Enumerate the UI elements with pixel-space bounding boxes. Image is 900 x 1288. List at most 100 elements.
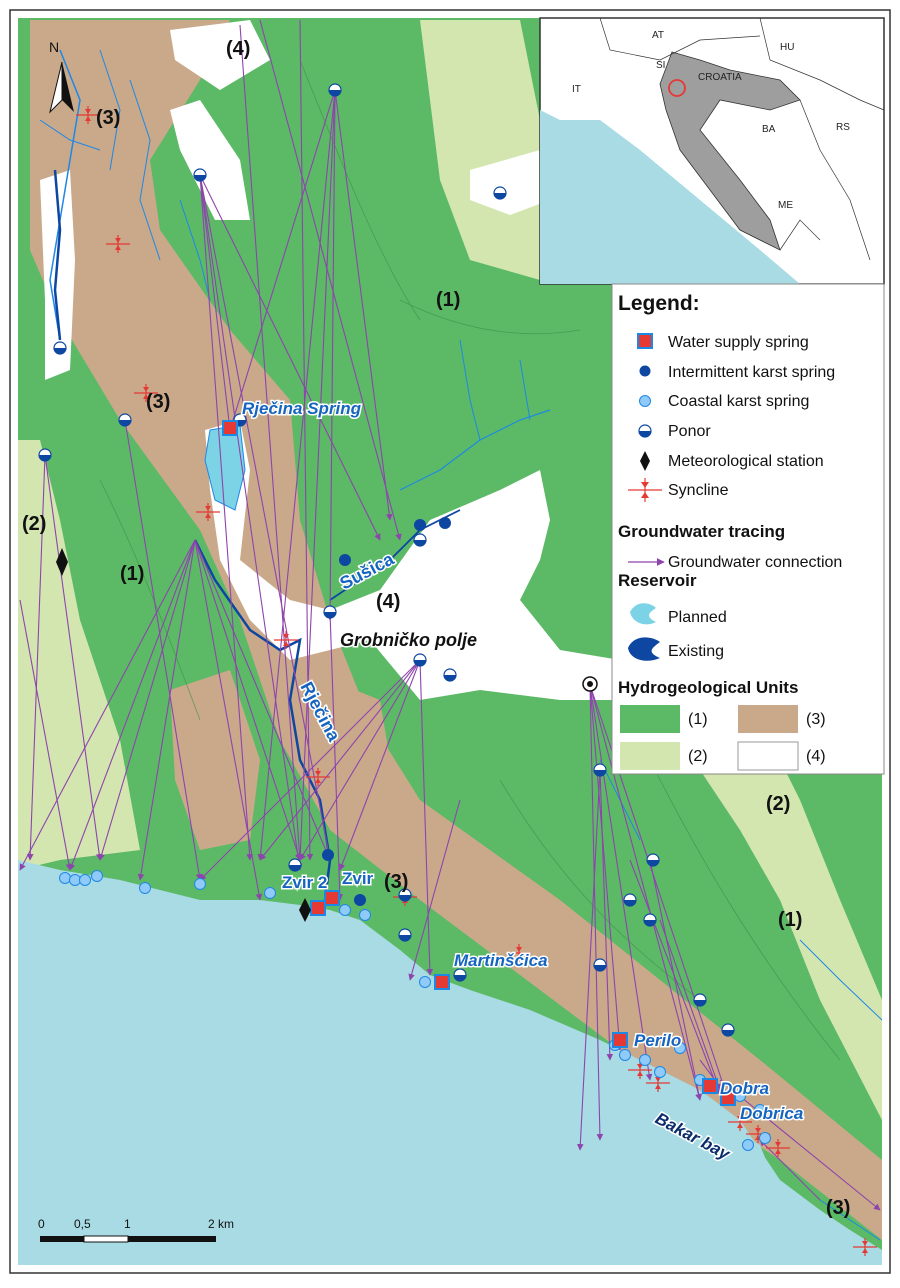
station-marker [582, 676, 598, 692]
unit-label-2-east: (2) [766, 793, 790, 815]
groundwater-connection-line [326, 89, 336, 621]
legend-units-heading: Hydrogeological Units [618, 678, 798, 697]
inset-label-rs: RS [836, 122, 850, 133]
scale-tick-2-km: 2 km [208, 1217, 234, 1231]
legend-unit-2: (2) [688, 748, 708, 765]
unit-3-band [30, 20, 882, 1240]
unit-label-4-north: (4) [226, 38, 250, 60]
scale-bar: 0 0,5 1 2 km [38, 1217, 234, 1243]
groundwater-connection-line [259, 659, 421, 861]
label-grobnicko-polje: Grobničko polje [340, 630, 477, 650]
legend-item-water-supply-spring: Water supply spring [668, 334, 809, 351]
syncline-marker [306, 768, 330, 786]
groundwater-connection-line [599, 769, 614, 1061]
syncline-marker [134, 384, 158, 402]
ponor-marker [643, 913, 657, 927]
inset-label-ba: BA [762, 124, 776, 135]
water-supply-spring-marker [324, 890, 340, 906]
groundwater-connection-line [194, 539, 302, 861]
unit-label-3-north: (3) [96, 107, 120, 129]
groundwater-connection-line [137, 539, 196, 881]
legend-item-ponor: Ponor [668, 423, 711, 440]
intermittent-spring-marker [339, 554, 351, 566]
planned-reservoir-icon [630, 603, 656, 625]
unit-label-1-center: (1) [436, 289, 460, 311]
groundwater-connection-line [408, 799, 461, 981]
legend-item-planned: Planned [668, 609, 727, 626]
groundwater-connection-line [26, 454, 46, 861]
ponor-marker [593, 958, 607, 972]
groundwater-connection-line [44, 454, 103, 861]
groundwater-connection-line [299, 659, 421, 861]
unit-label-2-west: (2) [22, 513, 46, 535]
groundwater-connection-line [339, 659, 421, 871]
water-supply-spring-marker [434, 974, 450, 990]
map-body: (4) (3) (1) (3) (2) (1) (4) (3) (2) (1) … [18, 18, 882, 1265]
existing-reservoir-icon [628, 637, 660, 661]
inset-study-area-marker [668, 79, 686, 97]
north-arrow: N [49, 39, 74, 114]
ponor-marker [53, 341, 67, 355]
groundwater-connection-line [589, 684, 653, 1081]
syncline-symbols [76, 106, 877, 1256]
inset-croatia-shape [659, 51, 801, 251]
legend-reservoir-heading: Reservoir [618, 571, 697, 590]
unit-4-area-north [170, 20, 270, 90]
coastal-spring-marker [742, 1139, 754, 1151]
coastal-spring-marker [139, 882, 151, 894]
ponor-marker [693, 993, 707, 1007]
legend: Legend: Water supply spring Intermittent… [611, 283, 885, 775]
spring-points [38, 83, 771, 1151]
legend-item-intermittent-karst-spring: Intermittent karst spring [668, 364, 835, 381]
coastal-spring-marker [339, 904, 351, 916]
ponor-marker [328, 83, 342, 97]
groundwater-connection-line [296, 89, 336, 861]
unit-label-4-polje: (4) [376, 591, 400, 613]
syncline-icon [628, 478, 662, 502]
ponor-marker [646, 853, 660, 867]
legend-item-coastal-karst-spring: Coastal karst spring [668, 393, 809, 410]
unit-2-area-west [18, 440, 140, 870]
label-perilo: Perilo [634, 1031, 681, 1050]
groundwater-connection-line [329, 611, 344, 901]
ponor-marker [493, 186, 507, 200]
groundwater-connection-line [199, 659, 421, 881]
unit-3-swatch [738, 705, 798, 733]
water-supply-spring-marker [222, 420, 238, 436]
groundwater-connection-line [194, 539, 263, 901]
legend-item-syncline: Syncline [668, 482, 729, 499]
north-arrow-dark-half [62, 62, 74, 112]
inset-label-hu: HU [780, 42, 794, 53]
unit-label-3-mid: (3) [146, 391, 170, 413]
groundwater-connection-line [19, 539, 196, 871]
inset-borders [599, 17, 885, 261]
groundwater-connection-line [239, 24, 303, 861]
groundwater-connection-line [228, 89, 336, 431]
syncline-marker [106, 235, 130, 253]
intermittent-spring-marker [354, 894, 366, 906]
syncline-marker [728, 1113, 752, 1131]
coastal-spring-marker [194, 878, 206, 890]
legend-groundwater-heading: Groundwater tracing [618, 522, 785, 541]
groundwater-connection-line [199, 174, 253, 861]
unit-4-area-valley [170, 100, 250, 220]
groundwater-connection-line [589, 684, 623, 1051]
coastal-spring-marker [754, 1104, 766, 1116]
unit-2-swatch [620, 742, 680, 770]
inset-label-si: SI [656, 60, 665, 71]
groundwater-connection-line [69, 539, 196, 871]
unit-label-3-south: (3) [826, 1197, 850, 1219]
water-supply-spring-marker [310, 900, 326, 916]
ponor-marker [721, 1023, 735, 1037]
ponor-marker [398, 928, 412, 942]
unit-label-3-coast: (3) [384, 871, 408, 893]
syncline-marker [766, 1139, 790, 1157]
legend-item-groundwater-connection: Groundwater connection [668, 554, 842, 571]
groundwater-connection-line [419, 659, 434, 976]
scale-segment-2 [83, 1235, 129, 1243]
water-supply-spring-marker [702, 1078, 718, 1094]
ponor-marker [288, 858, 302, 872]
label-dobrica: Dobrica [740, 1104, 803, 1123]
